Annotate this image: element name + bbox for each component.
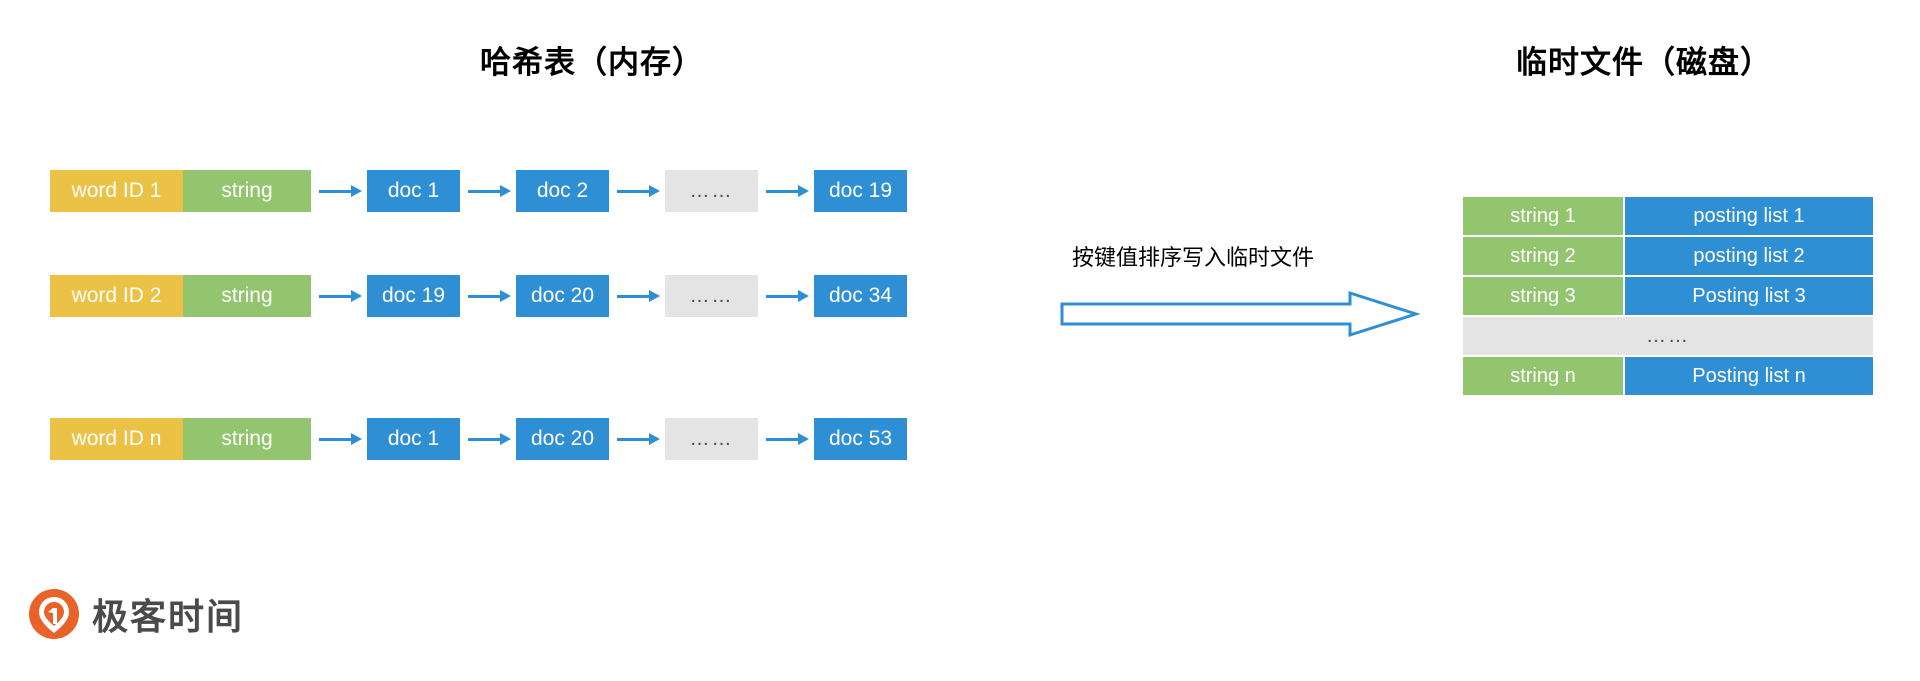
word-id-cell: word ID 2	[50, 275, 183, 317]
posting-list-cell: Posting list 3	[1625, 277, 1873, 315]
link-arrow-icon	[758, 170, 814, 212]
table-row: string n Posting list n	[1463, 357, 1873, 395]
string-cell: string	[183, 170, 311, 212]
link-arrow-icon	[609, 275, 665, 317]
doc-node: doc 2	[516, 170, 609, 212]
hash-table-row: word ID n string doc 1 doc 20 …… doc 53	[50, 418, 907, 460]
table-row: string 1 posting list 1	[1463, 197, 1873, 235]
string-key-cell: string 1	[1463, 197, 1623, 235]
string-cell: string	[183, 418, 311, 460]
brand-name: 极客时间	[92, 596, 245, 637]
table-row: string 2 posting list 2	[1463, 237, 1873, 275]
doc-node: doc 34	[814, 275, 907, 317]
word-id-cell: word ID n	[50, 418, 183, 460]
hash-table-row: word ID 1 string doc 1 doc 2 …… doc 19	[50, 170, 907, 212]
brand-logo: 极客时间	[28, 588, 244, 640]
hash-table-row: word ID 2 string doc 19 doc 20 …… doc 34	[50, 275, 907, 317]
link-arrow-icon	[758, 418, 814, 460]
link-arrow-icon	[609, 418, 665, 460]
link-arrow-icon	[460, 418, 516, 460]
link-arrow-icon	[311, 275, 367, 317]
doc-node-ellipsis: ……	[665, 418, 758, 460]
transfer-caption: 按键值排序写入临时文件	[1072, 245, 1315, 270]
temp-file-table: string 1 posting list 1 string 2 posting…	[1463, 197, 1873, 397]
link-arrow-icon	[311, 418, 367, 460]
hash-table-title: 哈希表（内存）	[480, 45, 704, 80]
word-id-cell: word ID 1	[50, 170, 183, 212]
hash-entry-key: word ID 1 string	[50, 170, 311, 212]
doc-node: doc 53	[814, 418, 907, 460]
doc-node: doc 19	[367, 275, 460, 317]
link-arrow-icon	[460, 275, 516, 317]
hash-entry-key: word ID n string	[50, 418, 311, 460]
string-key-cell: string 3	[1463, 277, 1623, 315]
doc-node: doc 19	[814, 170, 907, 212]
hash-table-diagram: word ID 1 string doc 1 doc 2 …… doc 19 w…	[50, 170, 907, 460]
posting-list-cell: posting list 1	[1625, 197, 1873, 235]
link-arrow-icon	[758, 275, 814, 317]
temp-file-title: 临时文件（磁盘）	[1516, 45, 1772, 80]
string-key-cell: string n	[1463, 357, 1623, 395]
string-key-cell: string 2	[1463, 237, 1623, 275]
doc-node-ellipsis: ……	[665, 170, 758, 212]
link-arrow-icon	[609, 170, 665, 212]
string-cell: string	[183, 275, 311, 317]
link-arrow-icon	[460, 170, 516, 212]
doc-node-ellipsis: ……	[665, 275, 758, 317]
geekbang-logo-icon	[28, 588, 80, 640]
posting-list-cell: posting list 2	[1625, 237, 1873, 275]
posting-list-cell: Posting list n	[1625, 357, 1873, 395]
doc-node: doc 20	[516, 275, 609, 317]
hash-entry-key: word ID 2 string	[50, 275, 311, 317]
doc-node: doc 1	[367, 170, 460, 212]
transfer-group: 按键值排序写入临时文件	[1060, 240, 1460, 343]
block-right-arrow-icon	[1060, 290, 1460, 343]
link-arrow-icon	[311, 170, 367, 212]
doc-node: doc 20	[516, 418, 609, 460]
table-row-ellipsis: ……	[1463, 317, 1873, 355]
table-row: string 3 Posting list 3	[1463, 277, 1873, 315]
doc-node: doc 1	[367, 418, 460, 460]
